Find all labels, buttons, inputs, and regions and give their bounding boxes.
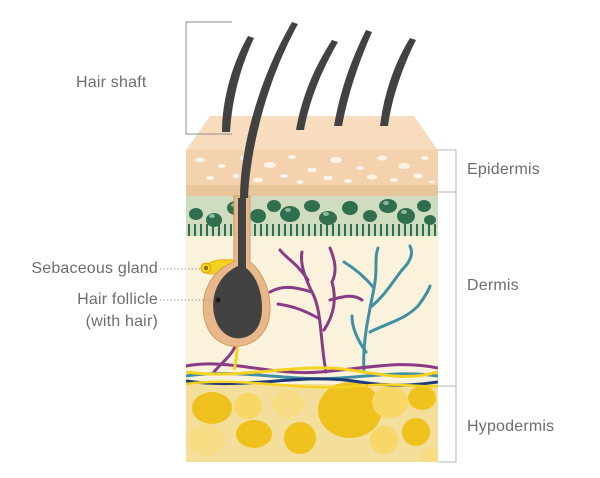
epidermis-cells bbox=[195, 155, 435, 184]
hair-shaft-label: Hair shaft bbox=[76, 74, 147, 91]
basal-cell-highlights bbox=[209, 201, 407, 218]
fat-cells bbox=[188, 382, 438, 462]
leader-lines bbox=[160, 268, 216, 301]
epidermis-lower-band bbox=[186, 185, 438, 197]
hair-follicle-sub-label: (with hair) bbox=[85, 313, 158, 330]
deep-vessels bbox=[186, 362, 438, 389]
hair-follicle-label: Hair follicle bbox=[77, 291, 158, 308]
veins bbox=[342, 244, 432, 374]
epidermis-label: Epidermis bbox=[467, 161, 540, 178]
hair-shafts bbox=[222, 22, 416, 198]
layer-brackets bbox=[438, 149, 457, 463]
dermis-label: Dermis bbox=[467, 277, 519, 294]
hypodermis-label: Hypodermis bbox=[467, 418, 555, 435]
arteries bbox=[212, 246, 364, 374]
sebaceous-gland-label: Sebaceous gland bbox=[31, 260, 158, 277]
hair-follicle bbox=[202, 195, 271, 347]
hair-shaft-bracket bbox=[185, 21, 232, 135]
